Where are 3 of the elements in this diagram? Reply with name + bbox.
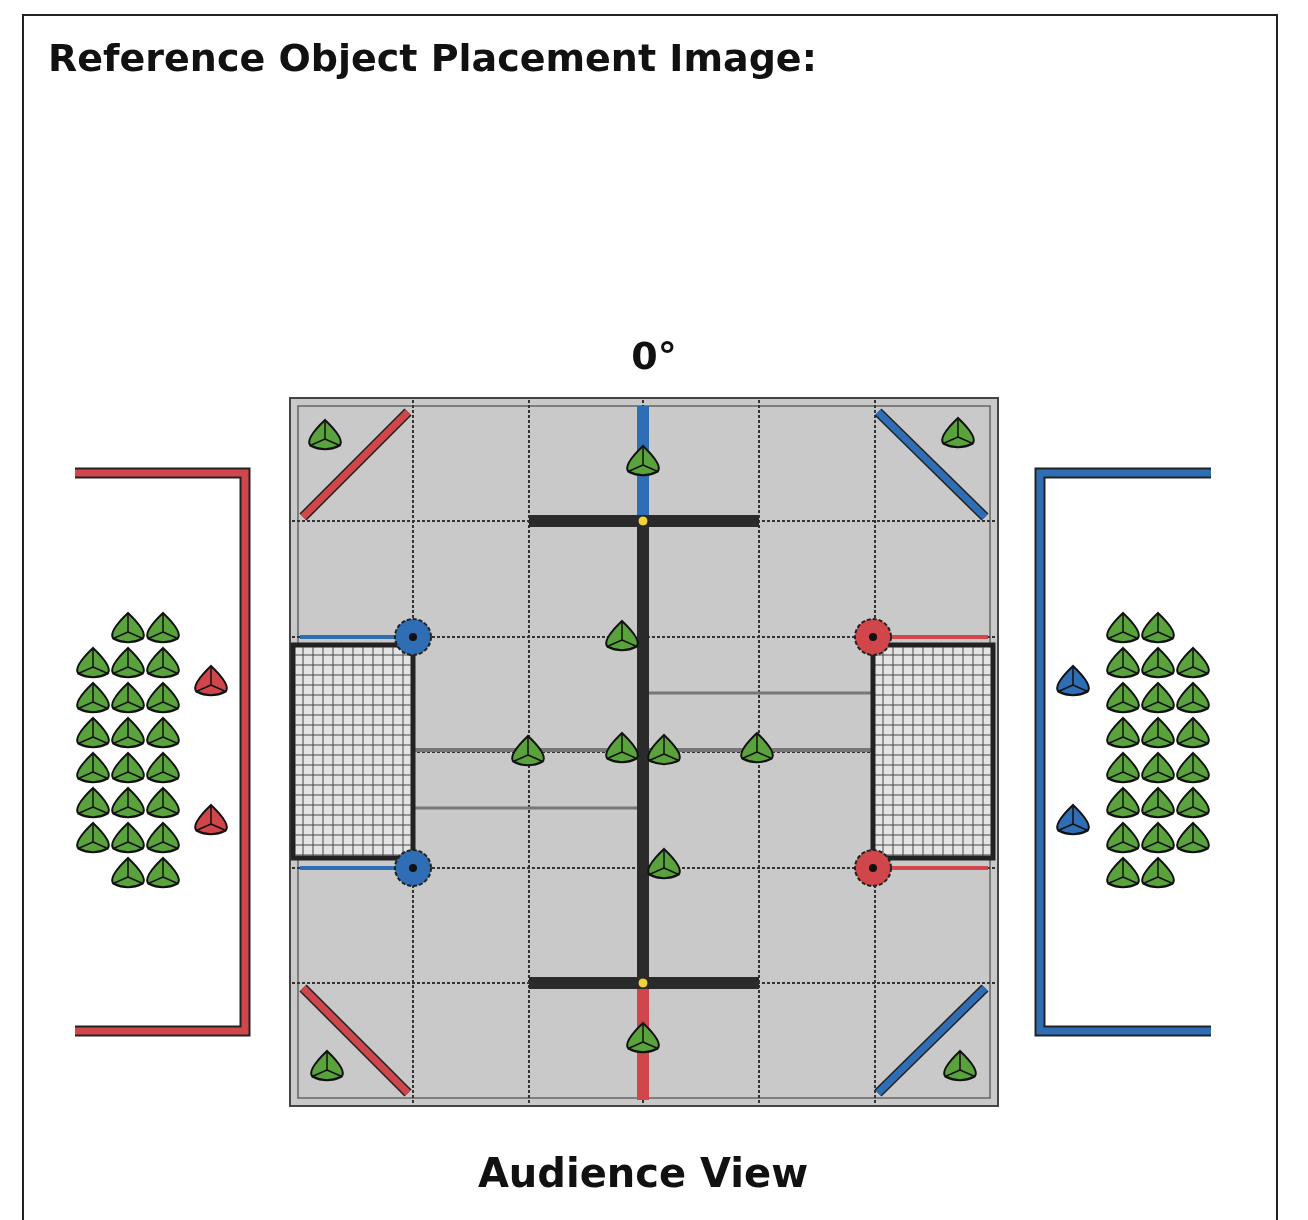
- title: Reference Object Placement Image:: [48, 36, 817, 80]
- angle-label: 0°: [631, 334, 677, 378]
- view-label: Audience View: [477, 1150, 809, 1196]
